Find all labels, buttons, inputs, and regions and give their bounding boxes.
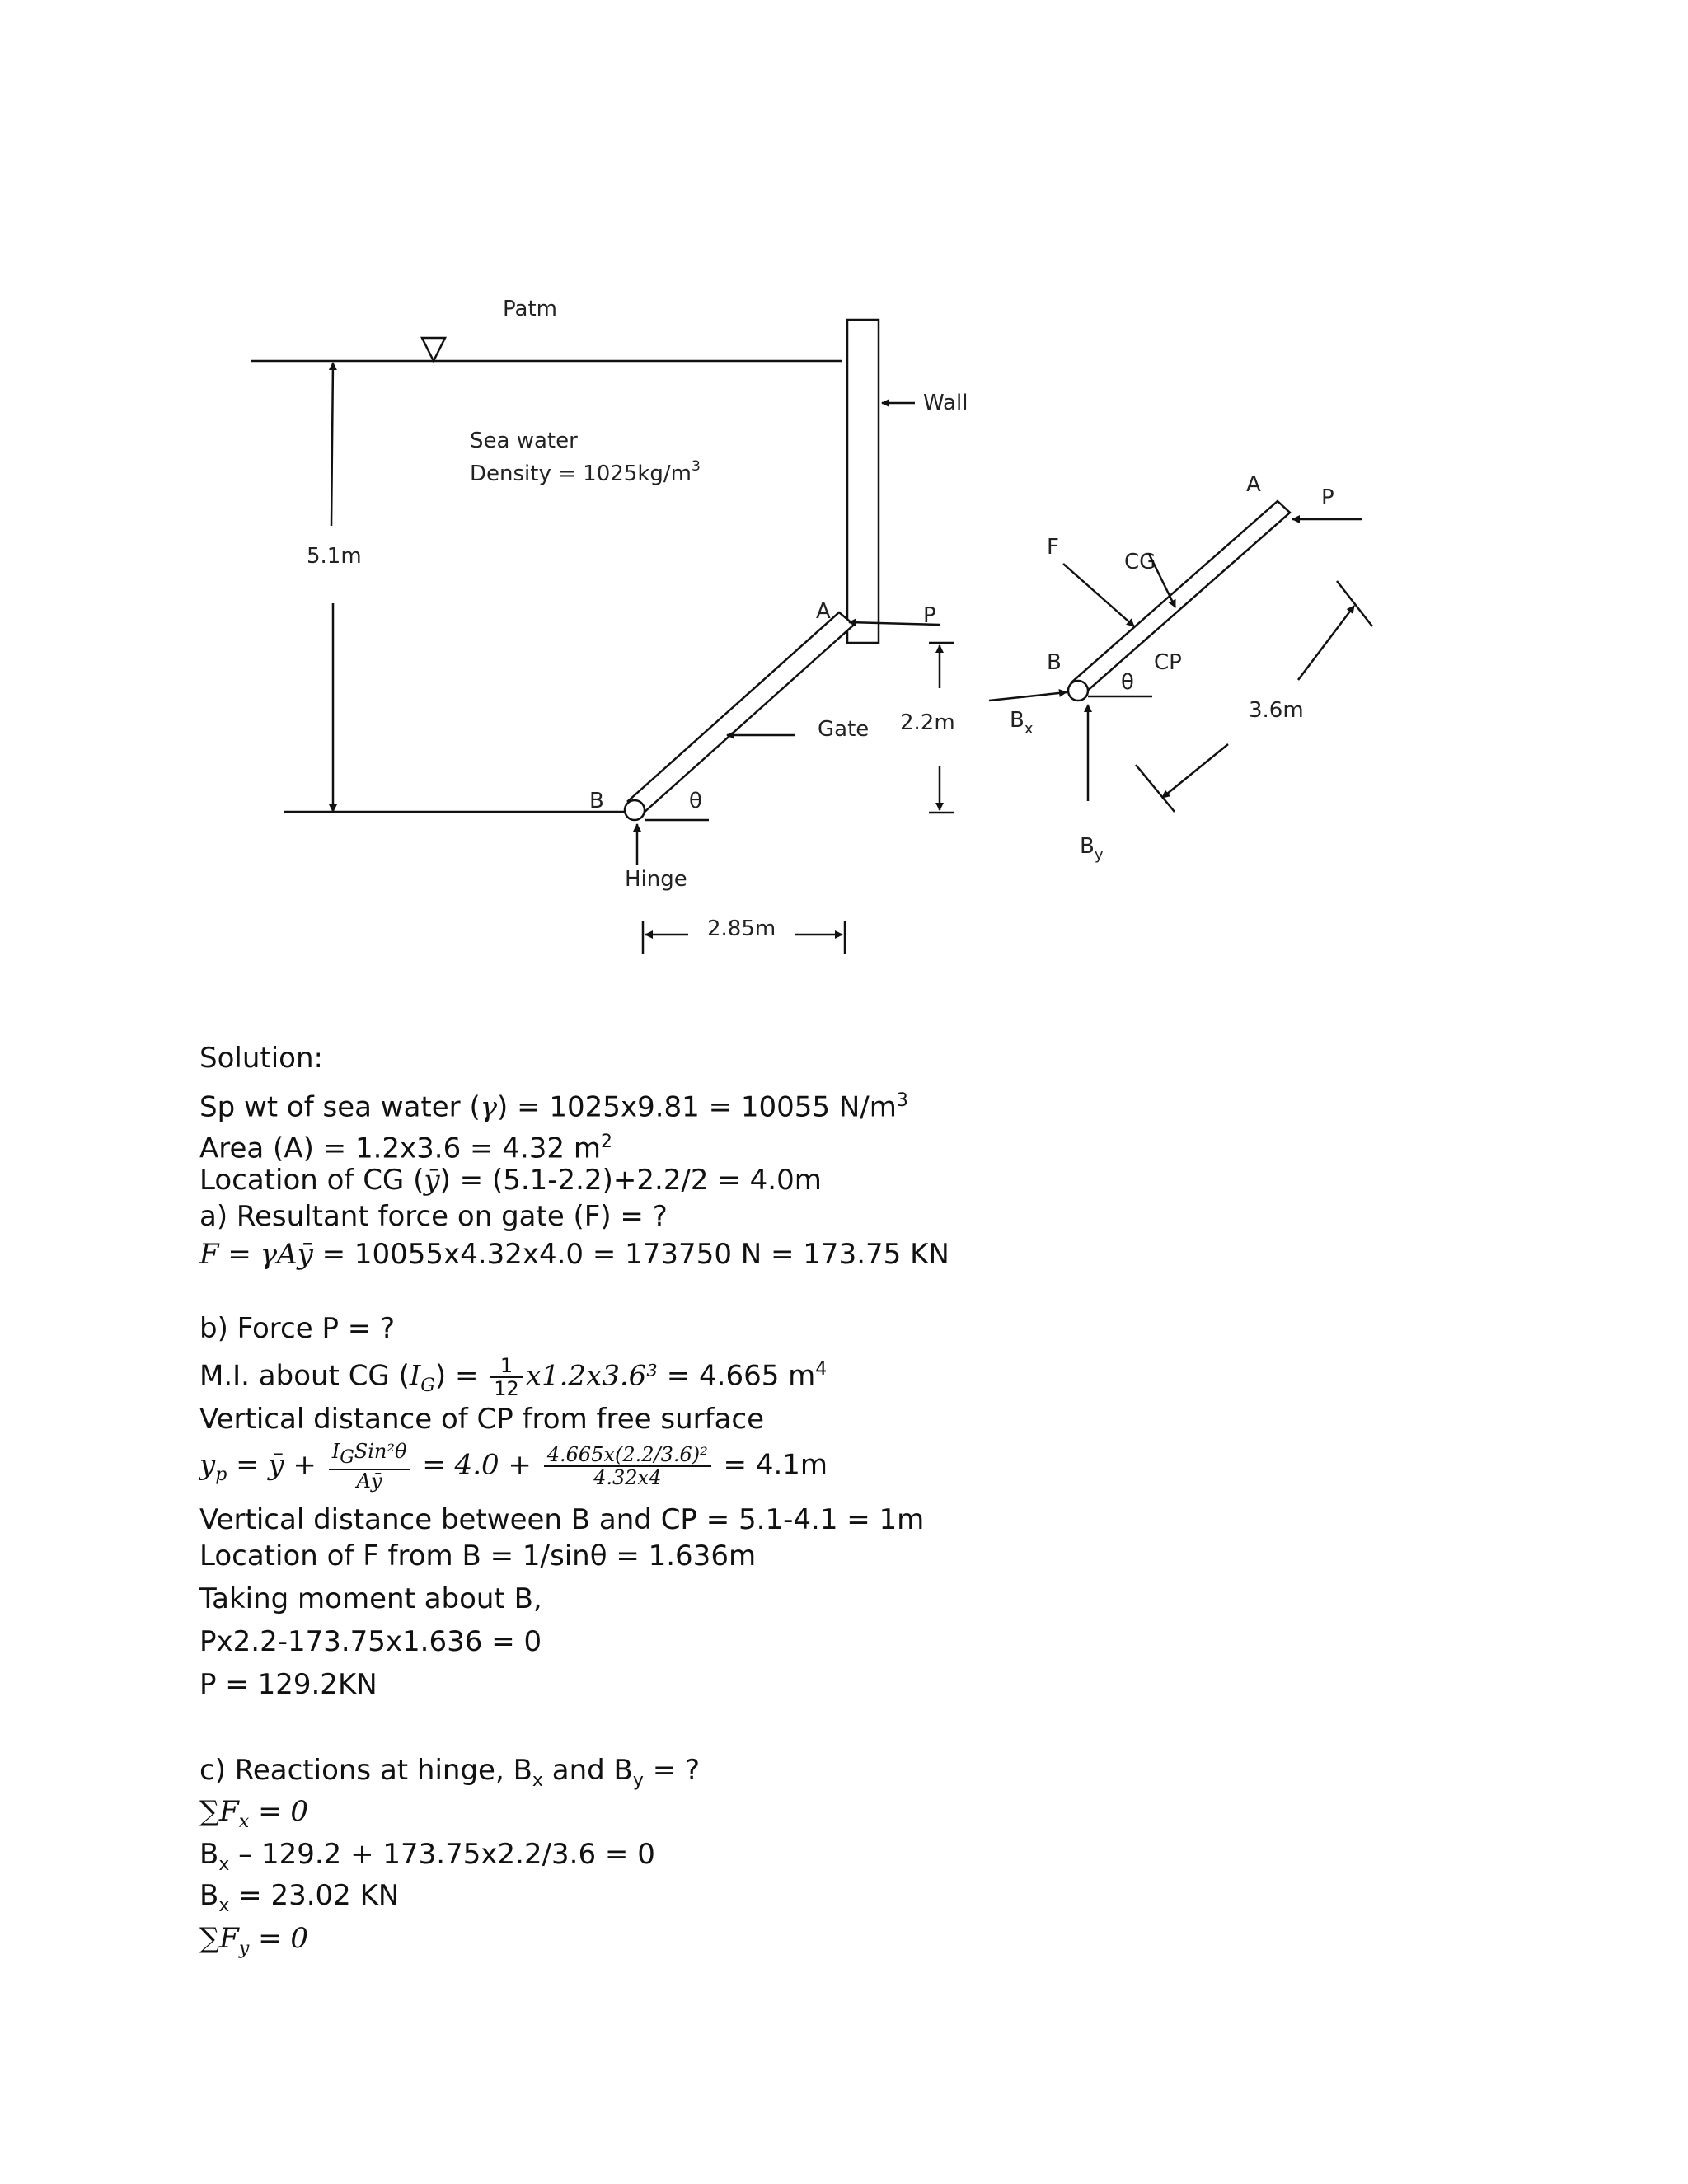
point-b-label: B [589, 789, 604, 813]
part-b-heading: b) Force P = ? [199, 1312, 396, 1345]
sum-fx-line: ∑Fx = 0 [199, 1795, 309, 1832]
fbd-length-label: 3.6m [1249, 698, 1304, 723]
solution-heading: Solution: [199, 1042, 323, 1075]
bx-value-line: Bx = 23.02 KN [199, 1879, 400, 1916]
moment-heading: Taking moment about B, [199, 1582, 542, 1615]
hinge-label: Hinge [625, 867, 687, 892]
fbd-theta-label: θ [1121, 670, 1134, 695]
moment-equation: Px2.2-173.75x1.636 = 0 [199, 1625, 542, 1658]
depth-label: 5.1m [307, 544, 362, 569]
cp-distance-heading: Vertical distance of CP from free surfac… [199, 1403, 765, 1436]
wall-label: Wall [923, 391, 968, 415]
fbd-cg-label: CG [1124, 550, 1156, 574]
fbd-bx-label: Bx [1010, 708, 1034, 738]
cg-location-line: Location of CG (ȳ) = (5.1-2.2)+2.2/2 = 4… [199, 1164, 822, 1197]
fbd-f-label: F [1047, 535, 1059, 560]
bx-equation: Bx – 129.2 + 173.75x2.2/3.6 = 0 [199, 1838, 655, 1875]
theta-label: θ [689, 789, 702, 813]
fbd-by-label: By [1080, 834, 1104, 864]
fbd-dim-arrow-top [1297, 605, 1355, 681]
fbd-dim-tick-bottom [1135, 764, 1175, 813]
specific-weight-line: Sp wt of sea water (γ) = 1025x9.81 = 100… [199, 1090, 908, 1124]
sum-fy-line: ∑Fy = 0 [199, 1922, 309, 1959]
fbd-f-arrow [1062, 563, 1135, 627]
gap-label: 2.2m [900, 710, 955, 735]
part-c-heading: c) Reactions at hinge, Bx and By = ? [199, 1754, 701, 1791]
f-location-line: Location of F from B = 1/sinθ = 1.636m [199, 1540, 757, 1572]
gate [626, 611, 856, 815]
fbd-cg-arrow [1147, 553, 1177, 608]
force-p-label: P [923, 603, 936, 628]
fbd-p-label: P [1321, 485, 1334, 510]
gate-problem-diagram: Patm 5.1m Sea water Density = 1025kg/m3 … [251, 297, 1373, 954]
wall [846, 318, 880, 644]
patm-label: Patm [503, 297, 557, 321]
fbd-hinge-b [1067, 679, 1090, 702]
force-p-arrow [848, 618, 940, 627]
fbd-dim-tick-top [1336, 580, 1373, 627]
hinge-b [623, 799, 646, 822]
fbd-cp-label: CP [1154, 650, 1182, 675]
fbd-bx-arrow [988, 688, 1067, 702]
part-a-heading: a) Resultant force on gate (F) = ? [199, 1200, 668, 1233]
depth-arrow-up [328, 362, 337, 527]
density-label: Density = 1025kg/m3 [470, 458, 701, 486]
width-label: 2.85m [707, 916, 776, 941]
b-cp-distance-line: Vertical distance between B and CP = 5.1… [199, 1503, 925, 1536]
p-value-line: P = 129.2KN [199, 1668, 377, 1701]
free-surface-triangle-icon [420, 336, 448, 363]
gate-label: Gate [818, 717, 869, 742]
sea-water-label: Sea water [470, 429, 578, 453]
fbd-a-label: A [1246, 472, 1261, 497]
resultant-force-line: F = γAȳ = 10055x4.32x4.0 = 173750 N = 17… [199, 1238, 950, 1271]
area-line: Area (A) = 1.2x3.6 = 4.32 m2 [199, 1132, 612, 1165]
fbd-dim-arrow-bottom [1161, 743, 1229, 799]
fbd-b-label: B [1047, 650, 1062, 675]
point-a-label: A [816, 599, 831, 624]
